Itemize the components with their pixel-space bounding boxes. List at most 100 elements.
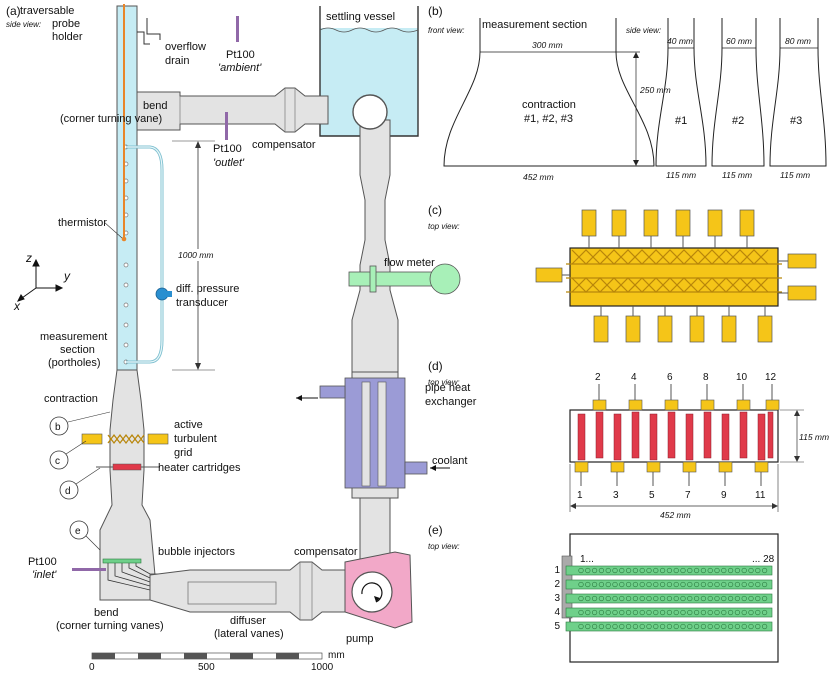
pt100-ambient-sensor — [236, 16, 239, 42]
injector-hole — [639, 623, 645, 630]
pump: pump — [344, 551, 413, 645]
injector-rows — [565, 565, 773, 632]
pipe-heat-exchanger: pipe heat exchanger coolant — [296, 377, 477, 489]
injector-hole — [700, 581, 707, 588]
panel-b-measurement-section: measurement section — [482, 19, 587, 31]
injector-hole — [646, 623, 652, 630]
injector-hole — [700, 595, 707, 602]
callout-e-letter: e — [75, 526, 81, 537]
heater-num-3: 3 — [613, 490, 619, 501]
injector-hole — [659, 623, 666, 630]
active-grid-frame — [569, 247, 779, 307]
injector-hole — [659, 595, 666, 602]
injector-hole — [578, 595, 584, 602]
injector-hole — [619, 623, 625, 630]
active-grid-label-2: turbulent — [174, 433, 217, 445]
injector-hole — [612, 595, 618, 602]
injector-hole — [591, 609, 598, 616]
injector-hole — [714, 567, 720, 574]
injector-hole — [700, 623, 707, 630]
bend-top-label-1: bend — [143, 100, 167, 112]
injector-hole — [755, 567, 761, 574]
injector-hole — [707, 567, 713, 574]
injector-hole — [619, 609, 625, 616]
axis-y-label: y — [63, 269, 71, 283]
injector-hole — [605, 567, 611, 574]
scale-bar: 0 500 1000 mm — [89, 650, 345, 673]
injector-hole — [707, 609, 713, 616]
injector-hole — [761, 581, 768, 588]
injector-row-2: 2 — [554, 579, 560, 590]
injector-hole — [591, 595, 598, 602]
heat-exchanger-label-2: exchanger — [425, 396, 477, 408]
injector-hole — [721, 623, 727, 630]
scale-unit: mm — [328, 650, 345, 661]
injector-hole — [748, 609, 754, 616]
injector-hole — [680, 581, 686, 588]
injector-hole — [625, 581, 632, 588]
injector-hole — [741, 609, 747, 616]
active-grid-mesh — [566, 249, 782, 293]
injector-hole — [591, 623, 598, 630]
injector-hole — [632, 595, 639, 602]
injector-hole — [673, 581, 679, 588]
injector-hole — [734, 595, 741, 602]
compensator-top-label: compensator — [252, 139, 316, 151]
injector-hole — [687, 595, 693, 602]
injector-hole — [585, 609, 591, 616]
injector-tube — [565, 607, 773, 618]
injector-hole — [605, 581, 611, 588]
injector-hole — [755, 609, 761, 616]
scale-tick-500: 500 — [198, 662, 215, 673]
injector-hole — [727, 581, 734, 588]
panel-a-view: side view: — [6, 20, 41, 29]
injector-hole — [741, 623, 747, 630]
injector-hole — [727, 609, 734, 616]
injector-row-3: 3 — [554, 593, 560, 604]
injector-hole — [755, 595, 761, 602]
contraction-label-2: #1, #2, #3 — [524, 113, 573, 125]
injector-hole — [598, 581, 605, 588]
injector-hole — [598, 567, 605, 574]
injector-hole — [632, 567, 639, 574]
diff-pressure-transducer — [126, 145, 172, 364]
probe-holder-label-2: probe — [52, 18, 80, 30]
heater-leads — [580, 384, 773, 486]
panel-c-view: top view: — [428, 222, 460, 231]
dp-transducer-label-2: transducer — [176, 297, 228, 309]
injector-hole — [646, 581, 652, 588]
grid-motors-bottom — [593, 315, 773, 343]
injector-hole — [700, 567, 707, 574]
probe-holder-label-3: holder — [52, 31, 83, 43]
injector-hole — [632, 623, 639, 630]
pump-label: pump — [346, 633, 374, 645]
flow-meter: flow meter — [348, 257, 461, 295]
injector-hole — [680, 609, 686, 616]
callout-b: b — [49, 411, 111, 436]
injector-hole — [748, 567, 754, 574]
injector-hole — [673, 623, 679, 630]
scale-tick-1000: 1000 — [311, 662, 334, 673]
thermistor-sensor — [121, 236, 127, 242]
top-return-pipe — [136, 87, 329, 133]
injector-hole — [639, 595, 645, 602]
dim-452: 452 mm — [523, 172, 554, 182]
injector-hole — [666, 609, 673, 616]
callout-b-letter: b — [55, 422, 61, 433]
injector-hole — [748, 581, 754, 588]
compensator-bottom-label: compensator — [294, 546, 358, 558]
pt100-inlet-label-1: Pt100 — [28, 556, 57, 568]
heater-num-8: 8 — [703, 372, 709, 383]
panel-a-letter: (a) — [6, 4, 21, 18]
dim-1000mm: 1000 mm — [172, 140, 218, 371]
side-1-id: #1 — [675, 115, 687, 127]
pt100-ambient-label-1: Pt100 — [226, 49, 255, 61]
injector-hole — [741, 581, 747, 588]
dim-1000-text: 1000 mm — [178, 250, 213, 260]
contraction-label: contraction — [44, 393, 98, 405]
pt100-inlet-label-2: 'inlet' — [32, 569, 57, 581]
heater-cartridge-rods — [577, 411, 774, 461]
injector-hole — [680, 567, 686, 574]
return-riser-pipe — [351, 94, 399, 579]
heater-num-6: 6 — [667, 372, 673, 383]
